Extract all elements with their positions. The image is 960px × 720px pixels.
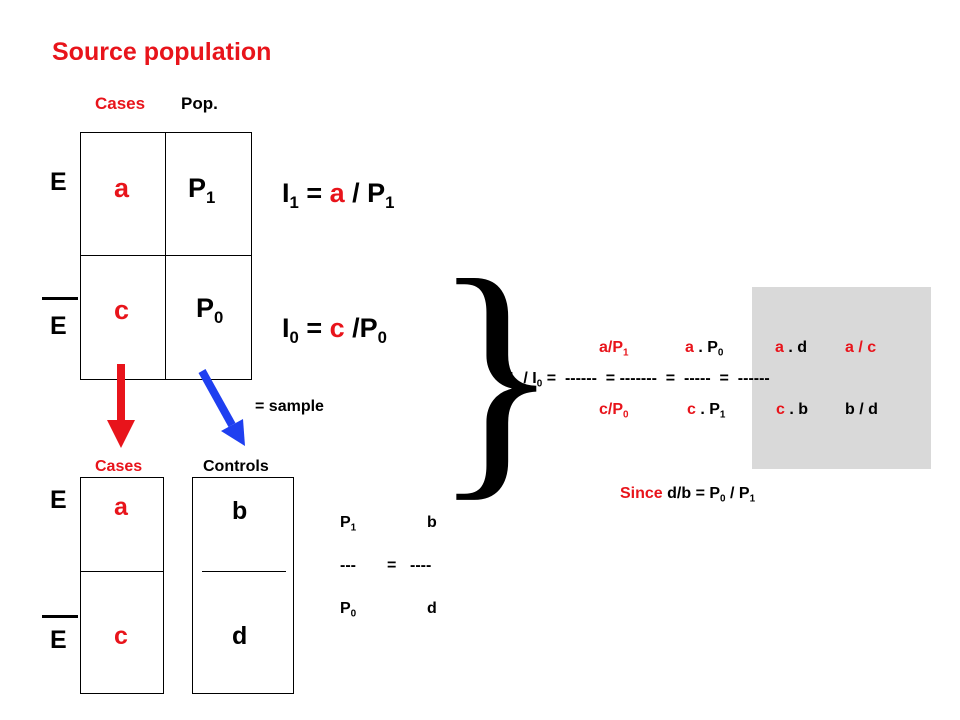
ratio-eq-middle: I1 / I0 = ------ = ------- = ----- = ---…: [509, 370, 770, 390]
sample-cases-divider: [80, 571, 164, 572]
sample-controls-column: [192, 477, 294, 694]
sample-controls-divider: [202, 571, 286, 572]
gray-highlight-box: [752, 287, 931, 469]
formula-i0: I0 = c /P0: [282, 313, 387, 347]
cell-c: c: [114, 295, 130, 325]
ratio-dash-left: ---: [340, 557, 356, 574]
sample-overbar: [42, 615, 78, 618]
header-pop: Pop.: [181, 94, 218, 113]
ratio-equals: =: [387, 557, 397, 574]
header-cases: Cases: [95, 94, 146, 113]
ratio-num-p1: P1: [340, 514, 357, 534]
arrow-controls-head: [221, 419, 245, 446]
sample-header-cases: Cases: [95, 458, 143, 475]
source-table-divider-v: [165, 132, 166, 380]
sample-cell-a: a: [114, 493, 128, 521]
sample-cell-c: c: [114, 622, 128, 650]
overbar: [42, 297, 78, 300]
cell-a: a: [114, 173, 130, 203]
page-title: Source population: [52, 38, 272, 66]
cell-p1: P1: [188, 173, 216, 207]
row-label-exposed: E: [50, 168, 67, 196]
sample-cases-column: [80, 477, 164, 694]
row-label-unexposed: E: [50, 312, 67, 340]
since-note: Since d/b = P0 / P1: [620, 485, 756, 505]
arrow-controls-shaft: [198, 369, 236, 427]
cell-p0: P0: [196, 293, 224, 327]
sample-label: = sample: [255, 398, 324, 415]
ratio-den-p0: P0: [340, 600, 357, 620]
sample-cell-d: d: [232, 622, 248, 650]
ratio-num-b: b: [427, 514, 437, 531]
ratio-den-d: d: [427, 600, 437, 617]
arrow-cases-head: [107, 420, 135, 448]
sample-header-controls: Controls: [203, 458, 269, 475]
ratio-dash-right: ----: [410, 557, 432, 574]
source-table: [80, 132, 252, 380]
sample-row-exposed: E: [50, 486, 67, 514]
formula-i1: I1 = a / P1: [282, 178, 395, 212]
curly-brace: }: [432, 225, 561, 522]
sample-cell-b: b: [232, 497, 248, 525]
source-table-divider-h: [80, 255, 252, 256]
sample-row-unexposed: E: [50, 626, 67, 654]
